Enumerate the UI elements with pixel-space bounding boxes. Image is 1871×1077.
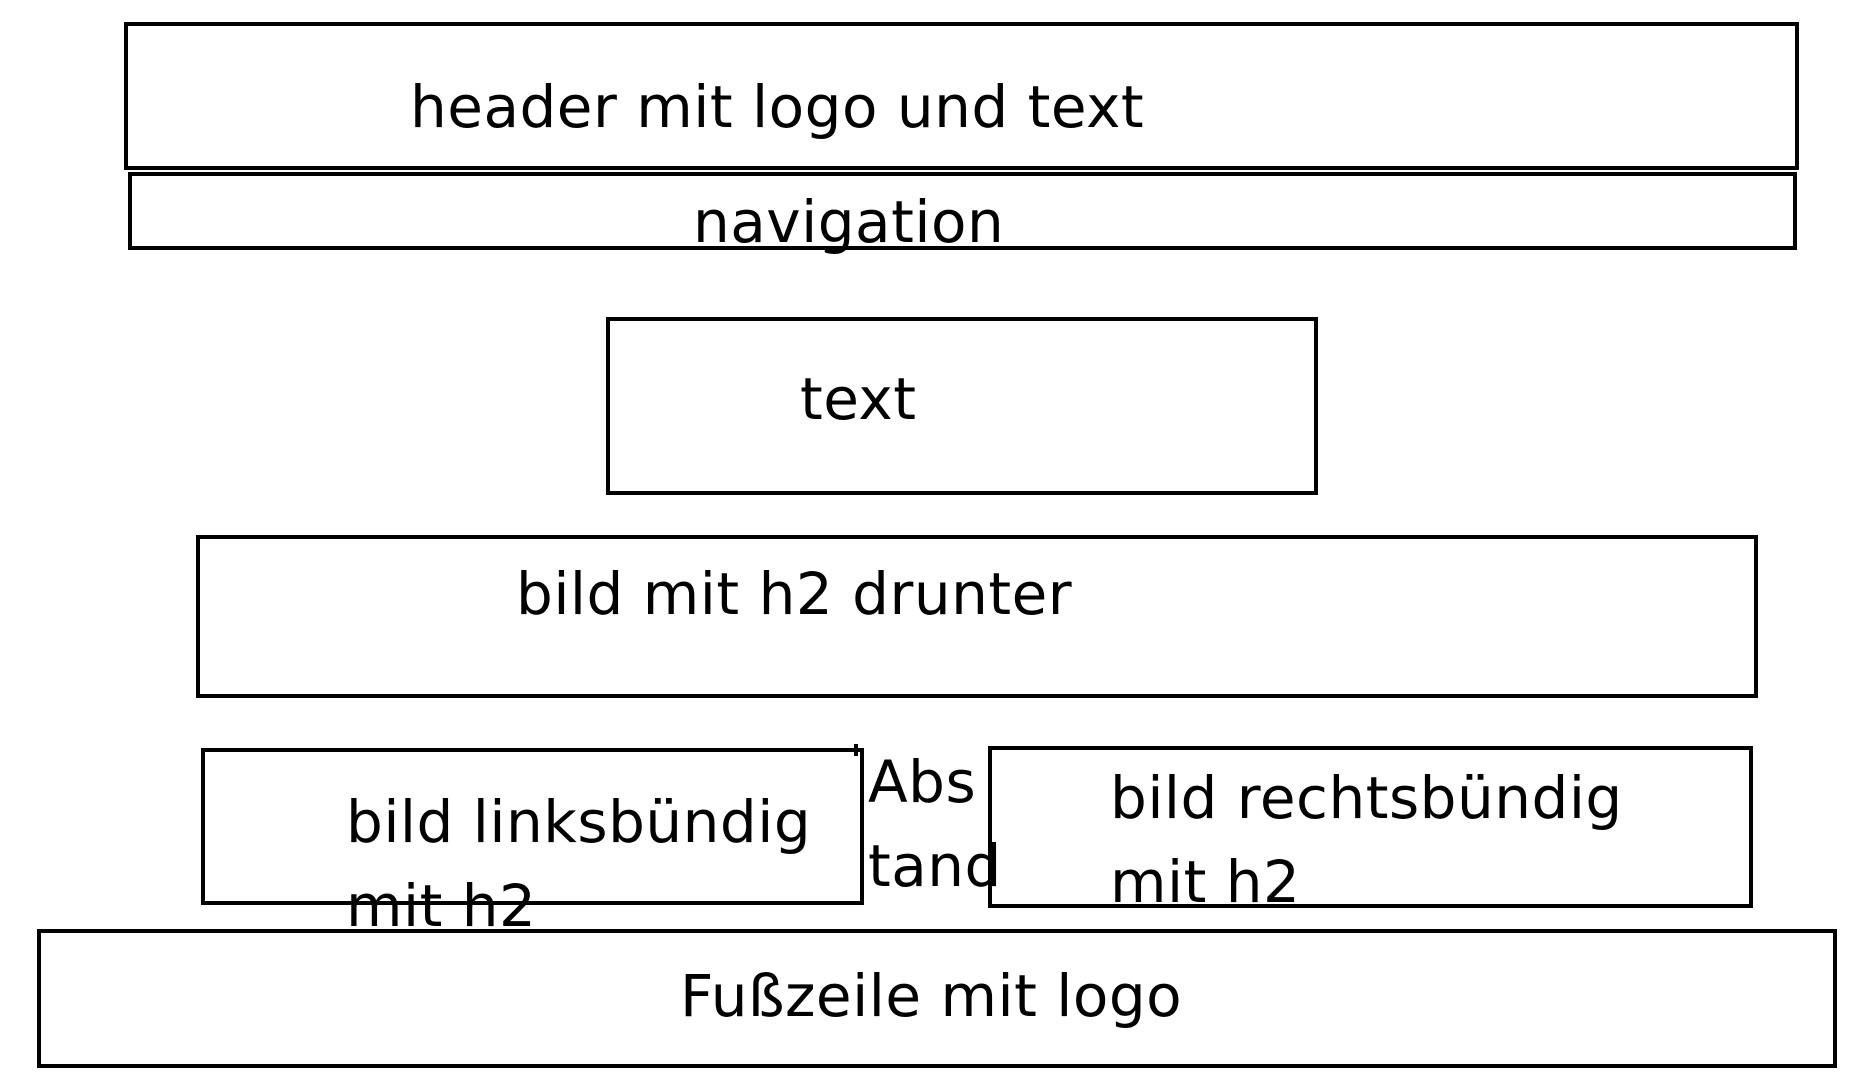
navigation-label: navigation <box>693 188 1005 256</box>
spacing-label-line2: tand <box>868 832 1002 900</box>
footer-label: Fußzeile mit logo <box>680 962 1183 1030</box>
hero-image-box <box>196 535 1758 698</box>
header-box <box>124 22 1799 170</box>
left-image-label: bild linksbündig mit h2 <box>346 780 811 948</box>
header-label: header mit logo und text <box>410 73 1145 141</box>
right-image-box <box>988 746 1753 908</box>
left-image-label-line2: mit h2 <box>346 872 537 940</box>
right-image-label: bild rechtsbündig mit h2 <box>1110 756 1623 924</box>
spacing-label: Abs tand <box>868 740 1002 908</box>
right-image-label-line1: bild rechtsbündig <box>1110 764 1623 832</box>
footer-box <box>37 929 1837 1068</box>
left-image-label-line1: bild linksbündig <box>346 788 812 856</box>
left-image-box <box>201 748 864 905</box>
text-label: text <box>800 365 917 433</box>
navigation-box <box>128 172 1797 250</box>
text-box <box>606 317 1318 495</box>
right-image-label-line2: mit h2 <box>1110 848 1301 916</box>
spacing-label-line1: Abs <box>868 748 977 816</box>
left-image-corner-mark <box>854 744 858 756</box>
hero-image-label: bild mit h2 drunter <box>516 560 1073 628</box>
